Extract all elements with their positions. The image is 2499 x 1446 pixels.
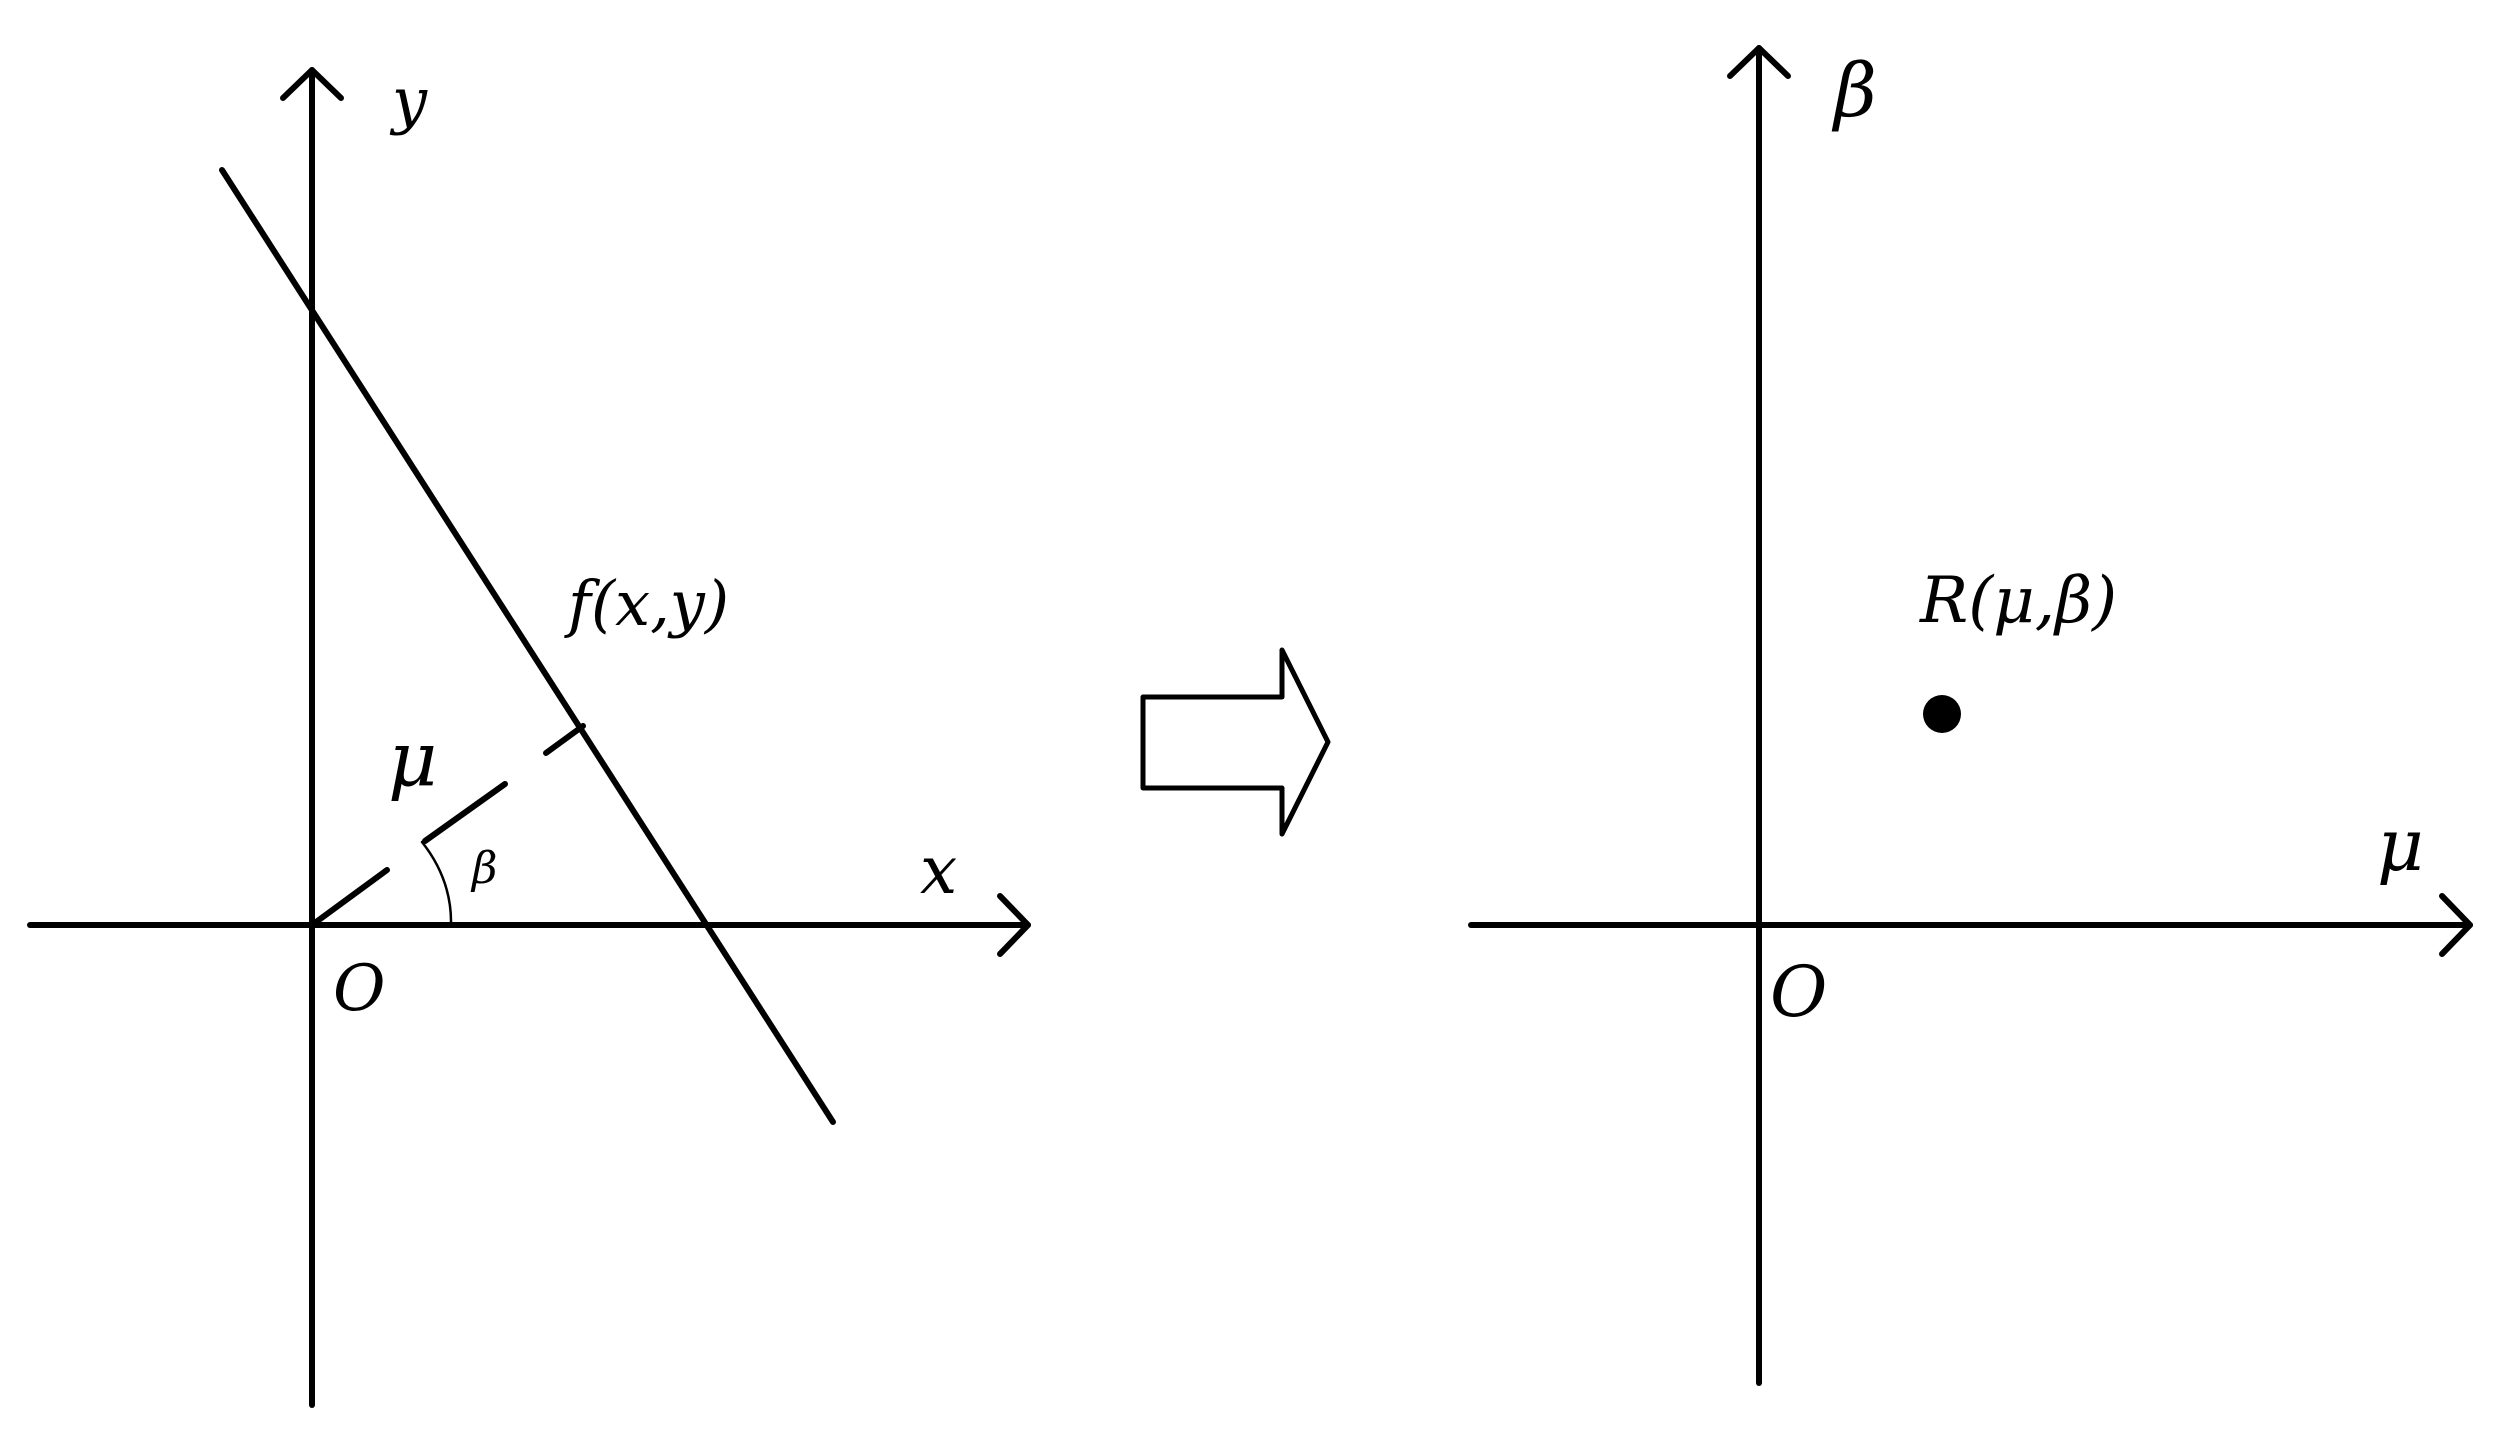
x-axis-arrowhead [997, 893, 1031, 957]
normal-distance-dashes [309, 723, 586, 928]
beta-axis-arrowhead [1727, 45, 1791, 79]
origin-label: O [333, 952, 385, 1026]
parameter-space-panel: β μ O R(μ,β) [1468, 45, 2473, 1386]
line-f [219, 167, 836, 1125]
point-label: R(μ,β) [1919, 564, 2117, 638]
x-axis-label: x [920, 832, 957, 909]
origin-label: O [1770, 951, 1827, 1033]
line-label: f(x,y) [564, 567, 729, 640]
y-axis-arrowhead [280, 67, 344, 101]
y-axis-label: y [389, 64, 428, 137]
hollow-right-arrow-icon [1140, 647, 1331, 837]
point-r [1923, 695, 1961, 733]
distance-label: μ [388, 714, 437, 803]
mu-axis-label: μ [2377, 803, 2424, 887]
angle-arc [420, 840, 453, 927]
image-space-panel: y x O f(x,y) μ β [27, 64, 1031, 1408]
beta-axis-label: β [1831, 48, 1877, 134]
mu-axis-arrowhead [2439, 893, 2473, 957]
angle-label: β [470, 843, 497, 894]
